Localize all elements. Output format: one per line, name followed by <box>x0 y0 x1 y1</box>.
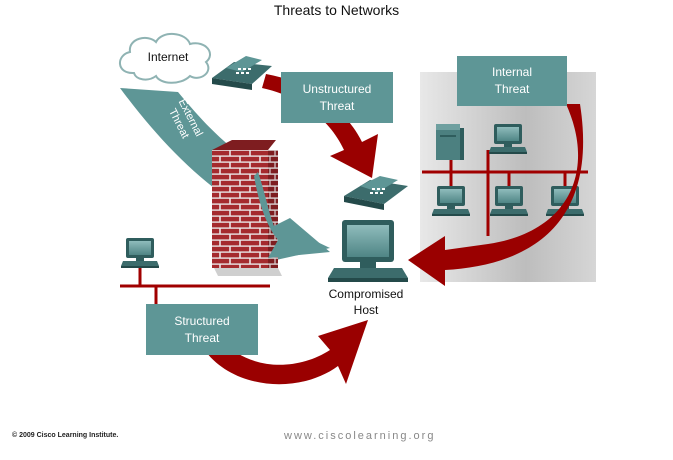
unstructured-threat-arrow <box>262 74 378 178</box>
internal-threat-line2: Threat <box>494 82 530 96</box>
compromised-host-line1: Compromised <box>328 287 404 301</box>
structured-attacker-pc-icon <box>121 238 159 268</box>
compromised-host-icon <box>328 220 408 282</box>
internet-label: Internet <box>147 50 189 64</box>
unstructured-threat-line1: Unstructured <box>302 81 372 96</box>
copyright-text: © 2009 Cisco Learning Institute. <box>12 432 119 439</box>
structured-threat-line2: Threat <box>184 330 220 345</box>
structured-threat-line1: Structured <box>174 313 230 328</box>
internal-pc-icon-1 <box>432 186 470 216</box>
internal-threat-line1: Internal <box>491 65 533 79</box>
internal-threat-box: Internal Threat <box>457 56 567 106</box>
server-icon <box>436 124 464 160</box>
unstructured-threat-box: Unstructured Threat <box>281 72 393 123</box>
compromised-host-label: Compromised Host <box>318 286 414 318</box>
telephone-icon-top <box>212 56 272 90</box>
internal-pc-icon-2 <box>490 186 528 216</box>
website-url: www.ciscolearning.org <box>284 430 436 442</box>
compromised-host-line2: Host <box>353 303 379 317</box>
telephone-icon-middle <box>344 176 408 210</box>
internet-cloud-icon <box>119 33 211 84</box>
internal-lan-lines <box>422 150 588 236</box>
internal-pc-icon-top <box>489 124 527 154</box>
structured-lan-lines <box>120 266 270 304</box>
internal-threat-arrow <box>408 104 584 286</box>
diagram-title: Threats to Networks <box>273 2 400 18</box>
unstructured-threat-line2: Threat <box>319 98 355 113</box>
structured-threat-box: Structured Threat <box>146 304 258 355</box>
structured-threat-arrow <box>206 320 368 385</box>
